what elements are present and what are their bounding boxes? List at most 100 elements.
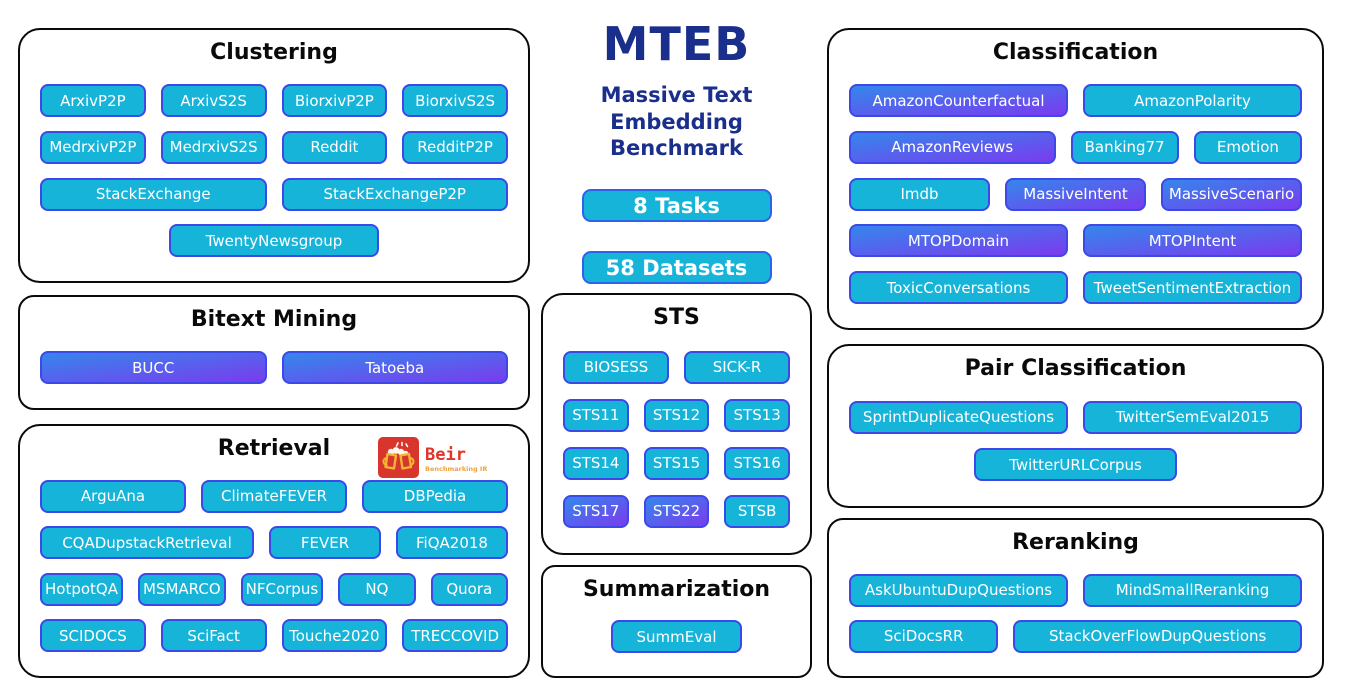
dataset-pill-nq: NQ	[338, 572, 416, 606]
retrieval-box: Retrieval Beir Benchmarking IR	[18, 424, 530, 678]
dataset-row: CQADupstackRetrieval FEVER FiQA2018	[40, 526, 508, 560]
dataset-pill-redditp2p: RedditP2P	[402, 130, 508, 164]
dataset-row: AmazonReviews Banking77 Emotion	[849, 130, 1302, 164]
reranking-title: Reranking	[1012, 530, 1139, 555]
reranking-box: Reranking AskUbuntuDupQuestions MindSmall…	[827, 518, 1324, 678]
summarization-rows: SummEval	[543, 603, 810, 676]
dataset-pill-stackoverflowdupquestions: StackOverFlowDupQuestions	[1013, 619, 1302, 653]
dataset-pill-reddit: Reddit	[281, 130, 388, 164]
dataset-row: TwitterURLCorpus	[849, 448, 1302, 482]
dataset-pill-amazonreviews: AmazonReviews	[849, 130, 1056, 164]
beir-logo: Beir Benchmarking IR	[378, 437, 487, 482]
dataset-pill-imdb: Imdb	[849, 177, 990, 211]
dataset-row: SciDocsRR StackOverFlowDupQuestions	[849, 619, 1302, 653]
dataset-pill-hotpotqa: HotpotQA	[40, 572, 123, 606]
mteb-title: MTEB	[602, 17, 751, 71]
dataset-row: BIOSESS SICK-R	[563, 350, 790, 384]
pair-classification-box: Pair Classification SprintDuplicateQuest…	[827, 344, 1324, 508]
dataset-pill-mindsmallreranking: MindSmallReranking	[1083, 573, 1302, 607]
dataset-pill-massivescenario: MassiveScenario	[1161, 177, 1302, 211]
dataset-pill-medrxivs2s: MedrxivS2S	[160, 130, 267, 164]
dataset-pill-toxicconversations: ToxicConversations	[849, 271, 1068, 305]
dataset-pill-sts11: STS11	[563, 398, 629, 432]
dataset-pill-scidocs: SCIDOCS	[40, 619, 146, 653]
dataset-pill-twentynewsgroup: TwentyNewsgroup	[168, 224, 380, 258]
summarization-box: Summarization SummEval	[541, 565, 812, 678]
dataset-row: STS14 STS15 STS16	[563, 446, 791, 480]
dataset-pill-nfcorpus: NFCorpus	[240, 572, 324, 606]
summarization-title: Summarization	[582, 577, 771, 602]
dataset-pill-biorxivp2p: BiorxivP2P	[281, 84, 388, 118]
dataset-row: BUCC Tatoeba	[40, 351, 508, 385]
sts-title: STS	[653, 305, 700, 330]
dataset-pill-sts15: STS15	[643, 446, 710, 480]
dataset-pill-twitterurlcorpus: TwitterURLCorpus	[973, 448, 1178, 482]
dataset-row: ToxicConversations TweetSentimentExtracti…	[849, 271, 1302, 305]
classification-title: Classification	[992, 40, 1159, 65]
subtitle-line-1: Massive Text	[600, 83, 753, 108]
dataset-pill-banking77: Banking77	[1070, 130, 1179, 164]
dataset-row: AmazonCounterfactual AmazonPolarity	[849, 84, 1302, 118]
bitext-mining-rows: BUCC Tatoeba	[20, 333, 528, 408]
dataset-pill-mtopintent: MTOPIntent	[1083, 224, 1302, 258]
dataset-pill-bucc: BUCC	[40, 351, 267, 385]
center-header: MTEB Massive Text Embedding Benchmark 8 …	[541, 17, 812, 285]
subtitle-line-2: Embedding Benchmark	[610, 109, 743, 160]
clustering-title: Clustering	[210, 40, 338, 65]
dataset-pill-scidocsrr: SciDocsRR	[849, 619, 999, 653]
dataset-pill-sprintduplicatequestions: SprintDuplicateQuestions	[849, 400, 1068, 434]
dataset-pill-amazoncounterfactual: AmazonCounterfactual	[849, 84, 1068, 118]
dataset-pill-climatefever: ClimateFEVER	[201, 479, 347, 513]
dataset-pill-fever: FEVER	[269, 526, 381, 560]
dataset-row: MedrxivP2P MedrxivS2S Reddit RedditP2P	[40, 130, 508, 164]
beir-tagline: Benchmarking IR	[425, 464, 488, 473]
dataset-pill-amazonpolarity: AmazonPolarity	[1083, 84, 1302, 118]
dataset-pill-sts16: STS16	[724, 446, 791, 480]
dataset-pill-arxivp2p: ArxivP2P	[40, 84, 146, 118]
dataset-pill-fiqa2018: FiQA2018	[396, 526, 508, 560]
dataset-pill-arguana: ArguAna	[40, 479, 186, 513]
dataset-row: SummEval	[563, 620, 790, 654]
retrieval-title: Retrieval	[217, 436, 331, 461]
dataset-pill-tatoeba: Tatoeba	[281, 351, 508, 385]
dataset-pill-sts13: STS13	[724, 398, 791, 432]
dataset-pill-scifact: SciFact	[160, 619, 267, 653]
dataset-pill-stackexchangep2p: StackExchangeP2P	[281, 177, 508, 211]
tasks-count-badge: 8 Tasks	[581, 189, 772, 223]
dataset-pill-tweetsentimentextraction: TweetSentimentExtraction	[1083, 271, 1302, 305]
dataset-pill-askubuntudupquestions: AskUbuntuDupQuestions	[849, 573, 1068, 607]
dataset-pill-cqadupstackretrieval: CQADupstackRetrieval	[40, 526, 254, 560]
bitext-mining-title: Bitext Mining	[190, 307, 358, 332]
dataset-pill-sts22: STS22	[643, 494, 710, 528]
beir-wordmark: Beir	[425, 444, 466, 465]
dataset-pill-sts17: STS17	[563, 494, 629, 528]
beer-mugs-icon	[378, 437, 419, 482]
dataset-pill-sts14: STS14	[563, 446, 629, 480]
pair-classification-title: Pair Classification	[964, 356, 1187, 381]
dataset-pill-biosess: BIOSESS	[563, 350, 669, 384]
dataset-pill-sick-r: SICK-R	[684, 350, 790, 384]
dataset-pill-touche2020: Touche2020	[281, 619, 388, 653]
dataset-pill-mtopdomain: MTOPDomain	[849, 224, 1068, 258]
dataset-pill-emotion: Emotion	[1193, 130, 1302, 164]
dataset-pill-medrxivp2p: MedrxivP2P	[40, 130, 146, 164]
dataset-pill-quora: Quora	[430, 572, 509, 606]
dataset-row: TwentyNewsgroup	[40, 224, 508, 258]
bitext-mining-box: Bitext Mining BUCC Tatoeba	[18, 295, 530, 410]
